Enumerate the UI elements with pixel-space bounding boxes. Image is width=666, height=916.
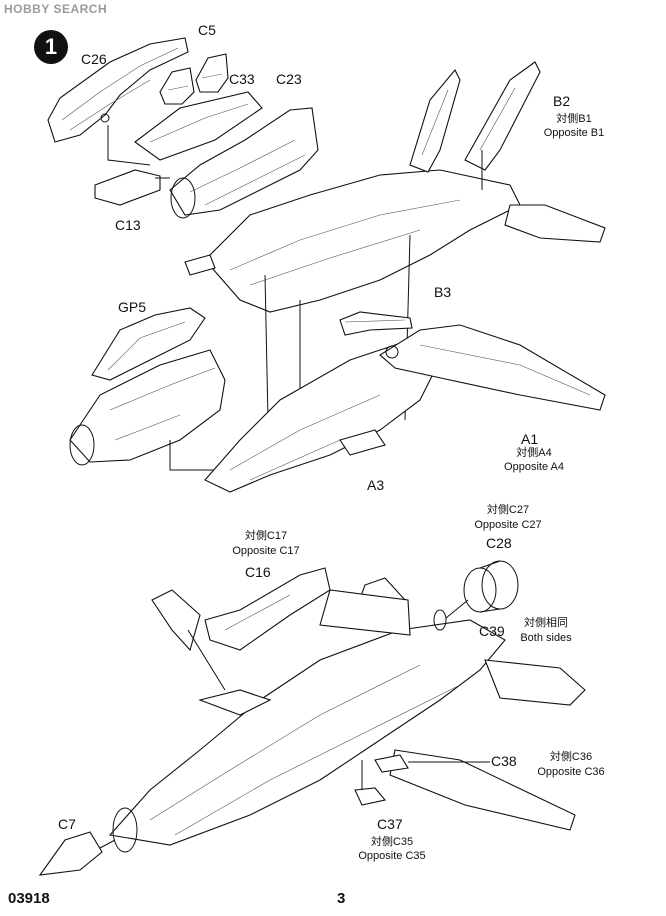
label-c27-en: Opposite C27: [474, 519, 542, 531]
label-c5: C5: [198, 22, 216, 38]
label-a1: A1: [521, 431, 539, 447]
label-c23: C23: [276, 71, 302, 87]
nose-section-c23: [169, 107, 319, 219]
label-c35-cn: 対側C35: [370, 836, 414, 848]
exhaust-nozzle-c28: [463, 560, 519, 613]
label-c17-cn: 対側C17: [244, 530, 288, 542]
intake-side-panel: [151, 589, 201, 652]
label-c7: C7: [58, 816, 76, 832]
label-c26: C26: [81, 51, 107, 67]
label-c17-en: Opposite C17: [232, 545, 300, 557]
label-c33: C33: [229, 71, 255, 87]
canopy-gp5: [91, 307, 206, 381]
assembled-aircraft: [108, 577, 586, 853]
label-c36-cn: 対側C36: [549, 751, 593, 763]
watermark-logo: HOBBY SEARCH: [4, 2, 108, 16]
cockpit-side-panel-c26: [47, 37, 189, 143]
exhaust-disc-c39: [433, 609, 447, 631]
intake-c16: [204, 567, 331, 651]
label-c13: C13: [115, 217, 141, 233]
label-both-cn: 対側相同: [524, 617, 568, 629]
label-c35-en: Opposite C35: [358, 850, 426, 862]
upper-fuselage-b3: [184, 169, 606, 313]
pylon-c37: [354, 787, 387, 806]
label-gp5: GP5: [118, 299, 147, 315]
label-c16: C16: [245, 564, 271, 580]
label-c38: C38: [491, 753, 517, 769]
label-a4-en: Opposite A4: [504, 461, 564, 473]
label-c37: C37: [377, 816, 403, 832]
step-number-badge: 1: [34, 30, 68, 64]
pylon-c38: [374, 754, 409, 773]
label-both-en: Both sides: [520, 632, 572, 644]
label-c28: C28: [486, 535, 512, 551]
label-c36-en: Opposite C36: [537, 766, 605, 778]
cockpit-floor-c33: [134, 91, 263, 161]
seat-c5: [159, 53, 229, 105]
label-c27-cn: 対側C27: [486, 504, 530, 516]
nose-cone-c7: [38, 831, 103, 876]
lower-fuselage-a3: [204, 339, 441, 493]
label-b1-en: Opposite B1: [543, 127, 605, 139]
product-code: 03918: [8, 890, 50, 907]
vertical-tail-b1: [409, 69, 461, 173]
label-b3: B3: [434, 284, 452, 300]
label-b1-cn: 対側B1: [556, 113, 592, 125]
label-b2: B2: [553, 93, 571, 109]
label-a4-cn: 対側A4: [516, 447, 552, 459]
forward-fuselage: [69, 349, 226, 466]
label-c39: C39: [479, 623, 505, 639]
page-number: 3: [337, 890, 346, 907]
bulkhead-block-c13: [94, 169, 161, 206]
vertical-tail-b2: [464, 61, 541, 171]
gear-sector-a4: [339, 311, 413, 336]
wing-a1: [379, 324, 606, 411]
label-a3: A3: [367, 477, 385, 493]
